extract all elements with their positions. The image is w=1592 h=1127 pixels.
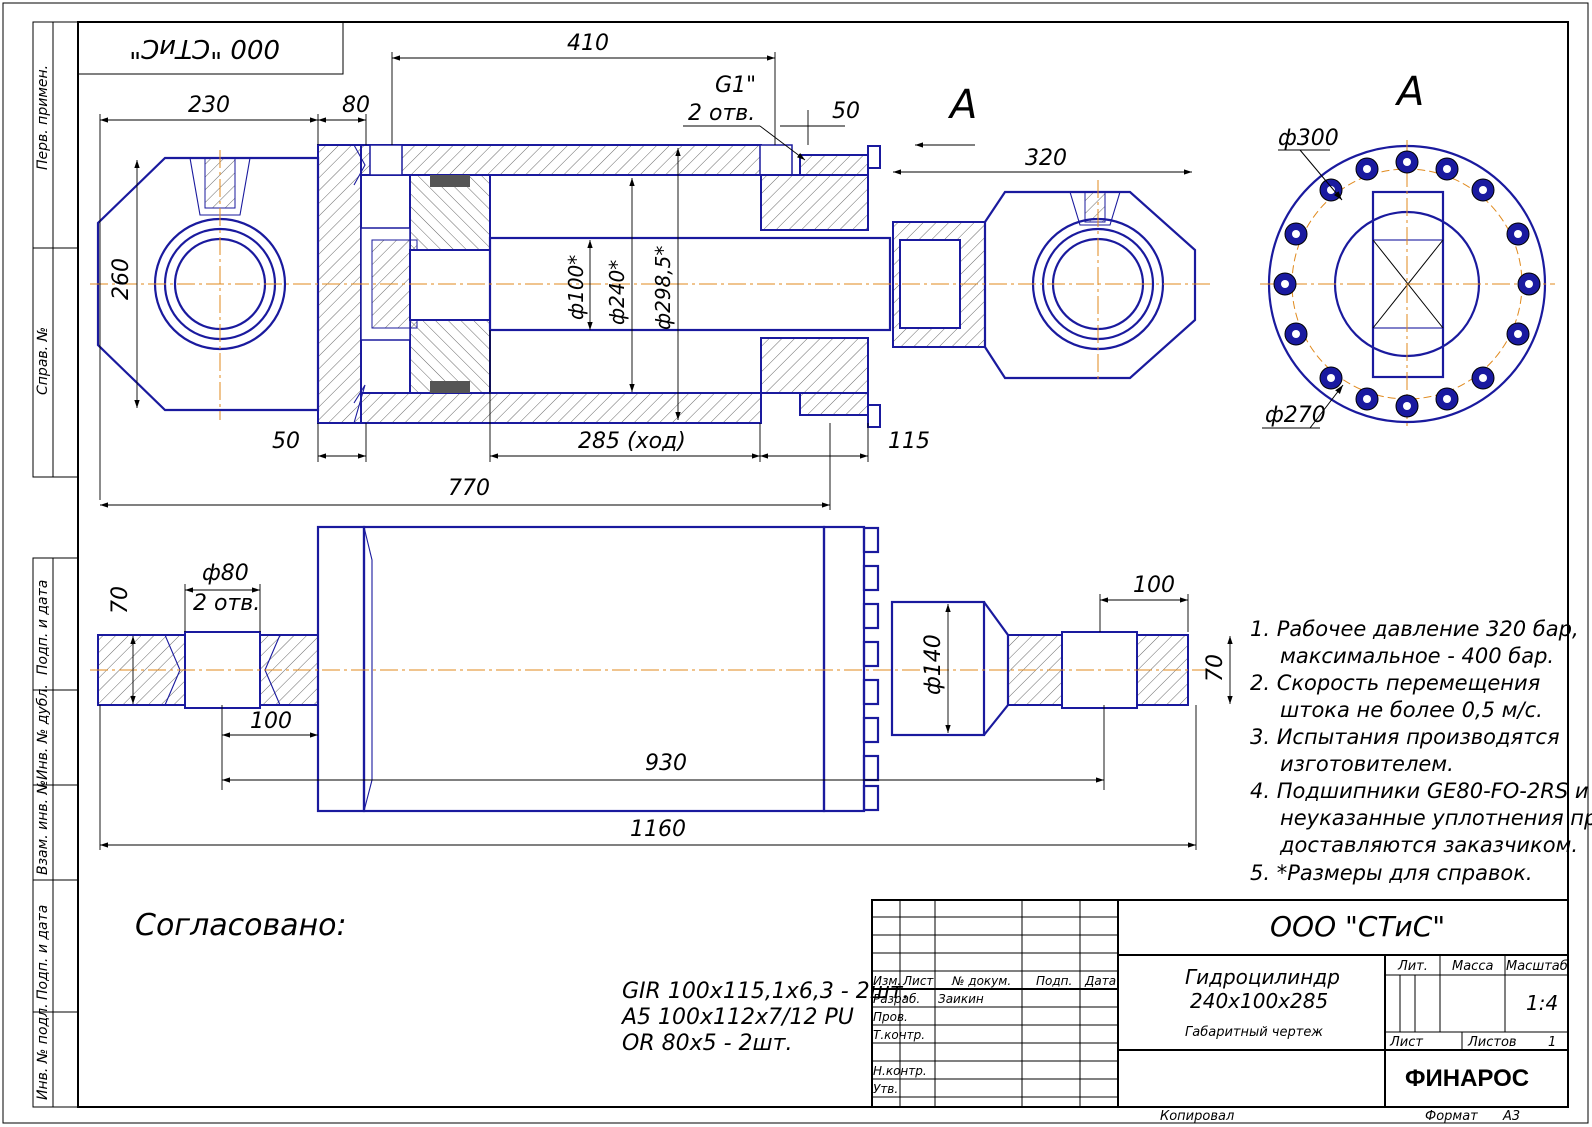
dim-770: 770 <box>448 476 490 501</box>
note-line-6: изготовителем. <box>1280 752 1454 776</box>
note-line-9: доставляются заказчиком. <box>1279 833 1578 857</box>
dim-115: 115 <box>888 429 930 454</box>
left-strip: Перв. примен. Справ. № Подп. и дата Инв.… <box>32 21 79 1108</box>
title-block: Изм. Лист № докум. Подп. Дата Разраб. За… <box>871 899 1569 1108</box>
note-line-1: 1. Рабочее давление 320 бар, <box>1250 617 1579 641</box>
dim-phi270: ф270 <box>1265 403 1326 428</box>
copied-label: Копировал <box>1160 1109 1234 1124</box>
scale-value: 1:4 <box>1526 991 1558 1015</box>
row-razrab: Разраб. <box>873 992 920 1006</box>
side-label-vzam: Взам. инв. № <box>35 780 51 875</box>
view-a: A ф300 <box>1260 69 1555 430</box>
col-izm: Изм. <box>873 974 901 988</box>
firm-logo: ФИНАРОС <box>1405 1065 1529 1092</box>
note-line-7: 4. Подшипники GE80-FO-2RS и <box>1250 779 1588 803</box>
dim-70-left: 70 <box>108 586 133 614</box>
seal-2: A5 100x112x7/12 PU <box>620 1005 854 1030</box>
product-size: 240x100x285 <box>1190 989 1328 1013</box>
dim-phi100: ф100* <box>564 255 588 320</box>
section-view <box>90 144 1210 428</box>
doc-type: Габаритный чертеж <box>1185 1025 1323 1040</box>
col-list: Лист <box>902 974 934 988</box>
dimension-labels-bottom: 70 ф80 2 отв. 100 930 1160 ф140 100 70 <box>108 561 1228 842</box>
row-prov: Пров. <box>873 1010 908 1024</box>
dim-320: 320 <box>1025 146 1067 171</box>
sheets-value: 1 <box>1548 1035 1556 1050</box>
dim-80: 80 <box>342 93 370 118</box>
dim-2otv: 2 отв. <box>688 101 755 126</box>
side-label-dubl: Инв. № дубл. <box>35 684 51 780</box>
format-value: A3 <box>1502 1109 1520 1124</box>
note-line-5: 3. Испытания производятся <box>1250 725 1560 749</box>
dim-285: 285 (ход) <box>578 429 686 454</box>
format-label: Формат <box>1425 1109 1478 1124</box>
note-line-2: максимальное - 400 бар. <box>1280 644 1554 668</box>
sheets-label: Листов <box>1467 1035 1517 1050</box>
dim-phi140: ф140 <box>921 634 946 695</box>
scale-label: Масштаб <box>1506 959 1568 974</box>
side-label-podl: Инв. № подл. <box>35 1003 51 1100</box>
seal-3: OR 80x5 - 2шт. <box>622 1031 792 1056</box>
view-arrow-label: A <box>947 82 977 128</box>
row-nkontr: Н.контр. <box>873 1064 927 1078</box>
dim-100-right: 100 <box>1133 573 1175 598</box>
top-stamp: 000 "СТиС" <box>77 21 344 75</box>
product-name: Гидроцилиндр <box>1185 965 1340 989</box>
note-line-8: неуказанные уплотнения пре- <box>1280 806 1592 830</box>
dim-260: 260 <box>109 258 134 300</box>
note-line-10: 5. *Размеры для справок. <box>1250 861 1533 885</box>
dim-phi240: ф240* <box>605 260 629 325</box>
dim-phi80: ф80 <box>202 561 249 586</box>
developer-name: Заикин <box>938 992 984 1006</box>
top-stamp-text: 000 "СТиС" <box>129 33 280 63</box>
dim-410: 410 <box>567 31 609 56</box>
view-a-title: A <box>1394 69 1424 115</box>
note-line-3: 2. Скорость перемещения <box>1250 671 1540 695</box>
dimension-labels-top: 410 230 80 G1" 2 отв. 50 320 260 50 285 … <box>109 31 1067 501</box>
seal-1: GIR 100x115,1x6,3 - 2шт. <box>622 979 910 1004</box>
bolt-heads <box>862 526 880 812</box>
col-data: Дата <box>1084 974 1116 988</box>
mass-label: Масса <box>1452 959 1493 974</box>
dim-100-left: 100 <box>250 709 292 734</box>
dim-phi2985: ф298,5* <box>651 246 675 330</box>
technical-notes: 1. Рабочее давление 320 бар, максимально… <box>1250 617 1592 885</box>
side-label-podp1: Подп. и дата <box>35 580 51 675</box>
dim-2otv-bottom: 2 отв. <box>193 591 260 616</box>
col-doc: № докум. <box>951 974 1011 988</box>
sheet-label: Лист <box>1389 1035 1423 1050</box>
note-line-4: штока не более 0,5 м/с. <box>1280 698 1543 722</box>
dimensions-top <box>99 52 1192 510</box>
row-tkontr: Т.контр. <box>873 1028 925 1042</box>
col-podp: Подп. <box>1036 974 1072 988</box>
lit-label: Лит. <box>1397 959 1428 974</box>
flange-bolts <box>1273 150 1541 418</box>
dim-50: 50 <box>272 429 300 454</box>
side-label-sprav: Справ. № <box>35 327 51 395</box>
dim-230: 230 <box>188 93 230 118</box>
company-name: ООО "СТиС" <box>1270 910 1445 943</box>
dim-g1: G1" <box>715 73 756 98</box>
dim-phi300: ф300 <box>1278 126 1339 151</box>
side-label-podp2: Подп. и дата <box>35 905 51 1000</box>
dim-1160: 1160 <box>630 817 686 842</box>
side-label-perv: Перв. примен. <box>35 65 51 170</box>
dimensions-bottom <box>99 584 1233 850</box>
dim-930: 930 <box>645 751 687 776</box>
row-utv: Утв. <box>873 1082 898 1096</box>
seals-list: GIR 100x115,1x6,3 - 2шт. A5 100x112x7/12… <box>620 979 910 1056</box>
agreed-label: Согласовано: <box>135 908 347 943</box>
dim-50-right: 50 <box>832 99 860 124</box>
dim-70-right: 70 <box>1203 654 1228 682</box>
